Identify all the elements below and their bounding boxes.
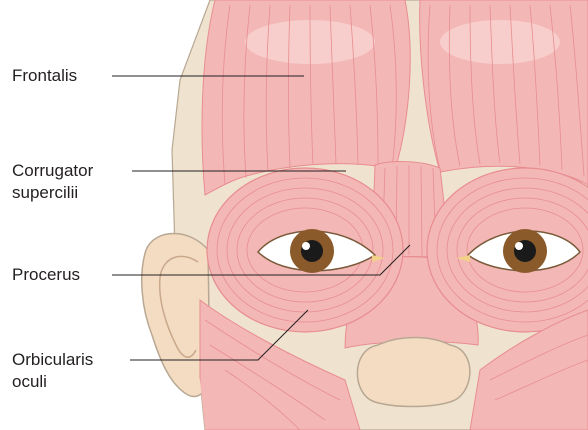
label-corrugator-line2: supercilii: [12, 182, 78, 204]
label-procerus: Procerus: [12, 264, 80, 286]
label-corrugator-line1: Corrugator: [12, 160, 93, 182]
label-orbicularis-line1: Orbicularis: [12, 349, 93, 371]
label-orbicularis-line2: oculi: [12, 371, 47, 393]
nose-tip: [357, 338, 470, 407]
label-frontalis: Frontalis: [12, 65, 77, 87]
